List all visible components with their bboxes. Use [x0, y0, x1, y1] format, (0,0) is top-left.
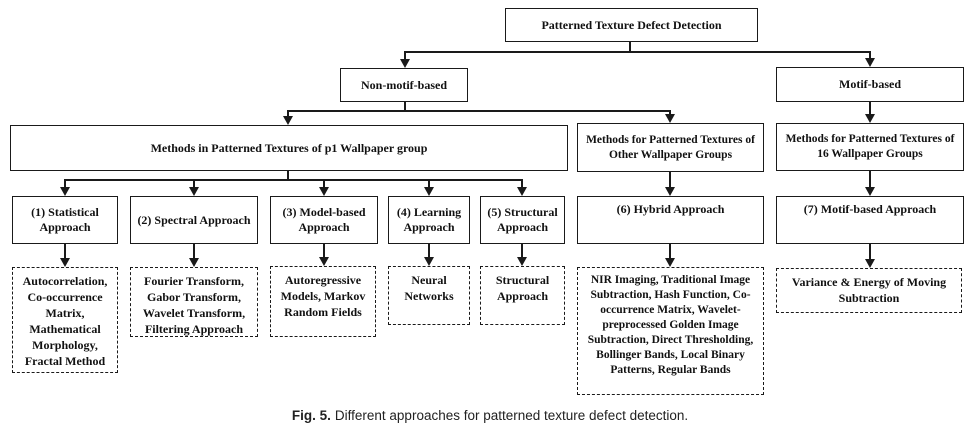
connector-line	[193, 179, 195, 188]
node-other-wallpaper-groups: Methods for Patterned Textures of Other …	[577, 123, 764, 172]
connector-line	[869, 51, 871, 59]
connector-line	[629, 42, 631, 52]
arrowhead-down	[400, 59, 410, 68]
node-approach-motif-based: (7) Motif-based Approach	[776, 196, 964, 244]
arrowhead-down	[424, 257, 434, 266]
connector-line	[669, 244, 671, 259]
connector-line	[869, 102, 871, 115]
arrowhead-down	[319, 257, 329, 266]
arrowhead-down	[517, 187, 527, 196]
figure-caption-label: Fig. 5.	[291, 408, 331, 423]
connector-line	[287, 110, 671, 112]
arrowhead-down	[283, 116, 293, 125]
connector-line	[64, 244, 66, 259]
connector-line	[193, 244, 195, 259]
leaf-hybrid-methods: NIR Imaging, Traditional Image Subtracti…	[577, 267, 764, 395]
connector-line	[287, 110, 289, 118]
node-non-motif-based: Non-motif-based	[340, 68, 468, 102]
arrowhead-down	[60, 187, 70, 196]
leaf-spectral-methods: Fourier Transform, Gabor Transform, Wave…	[130, 267, 258, 337]
arrowhead-down	[865, 259, 875, 268]
node-motif-based: Motif-based	[776, 67, 964, 102]
arrowhead-down	[319, 187, 329, 196]
leaf-model-methods: Autoregressive Models, Markov Random Fie…	[270, 266, 376, 337]
arrowhead-down	[424, 187, 434, 196]
node-root: Patterned Texture Defect Detection	[505, 8, 758, 42]
figure-caption-text: Different approaches for patterned textu…	[334, 408, 689, 423]
node-approach-learning: (4) Learning Approach	[388, 196, 470, 244]
leaf-motif-methods: Variance & Energy of Moving Subtraction	[776, 268, 962, 313]
figure-caption: Fig. 5.Different approaches for patterne…	[0, 408, 980, 423]
arrowhead-down	[189, 187, 199, 196]
connector-line	[869, 244, 871, 260]
connector-line	[428, 179, 430, 188]
leaf-statistical-methods: Autocorrelation, Co-occurrence Matrix, M…	[12, 267, 118, 373]
connector-line	[64, 179, 523, 181]
connector-line	[404, 51, 406, 60]
arrowhead-down	[865, 187, 875, 196]
leaf-learning-methods: Neural Networks	[388, 266, 470, 325]
arrowhead-down	[189, 258, 199, 267]
leaf-structural-methods: Structural Approach	[480, 266, 565, 325]
connector-line	[323, 244, 325, 258]
connector-line	[64, 179, 66, 188]
arrowhead-down	[665, 187, 675, 196]
arrowhead-down	[665, 258, 675, 267]
connector-line	[521, 244, 523, 258]
arrowhead-down	[865, 58, 875, 67]
connector-line	[404, 51, 871, 53]
connector-line	[869, 171, 871, 188]
node-approach-model-based: (3) Model-based Approach	[270, 196, 378, 244]
node-approach-structural: (5) Structural Approach	[480, 196, 565, 244]
connector-line	[669, 172, 671, 188]
node-p1-wallpaper-group: Methods in Patterned Textures of p1 Wall…	[10, 125, 568, 171]
connector-line	[323, 179, 325, 188]
node-approach-statistical: (1) Statistical Approach	[12, 196, 118, 244]
arrowhead-down	[665, 114, 675, 123]
node-approach-hybrid: (6) Hybrid Approach	[577, 196, 764, 244]
node-approach-spectral: (2) Spectral Approach	[130, 196, 258, 244]
connector-line	[669, 110, 671, 116]
connector-line	[521, 179, 523, 188]
arrowhead-down	[517, 257, 527, 266]
connector-line	[404, 102, 406, 112]
node-16-wallpaper-groups: Methods for Patterned Textures of 16 Wal…	[776, 123, 964, 171]
connector-line	[287, 171, 289, 181]
arrowhead-down	[865, 114, 875, 123]
arrowhead-down	[60, 258, 70, 267]
connector-line	[428, 244, 430, 258]
